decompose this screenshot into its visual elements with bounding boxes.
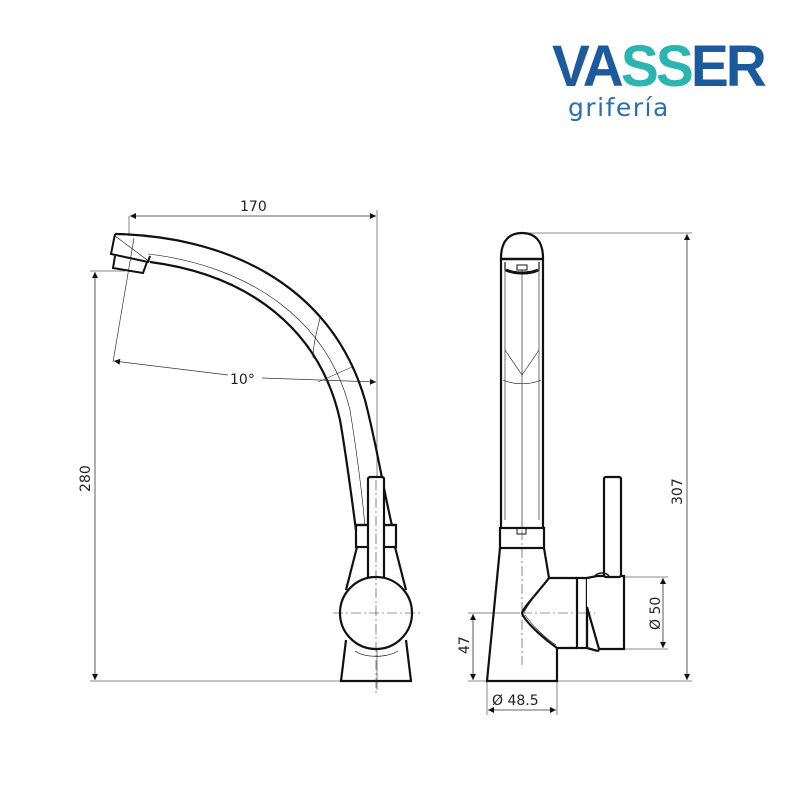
dimension-307: 307	[525, 232, 692, 682]
spout-side	[499, 231, 545, 530]
dim-50-label: Ø 50	[648, 597, 664, 630]
brand-wordmark: VASSER	[552, 38, 767, 96]
brand-subtitle: grifería	[568, 93, 670, 122]
brand-name-part1: VA	[552, 34, 624, 99]
dimension-diameter-48-5: Ø 48.5	[486, 682, 558, 715]
dim-307-label: 307	[670, 478, 686, 505]
brand-logo: VASSER grifería	[552, 38, 767, 128]
faucet-body-front	[333, 475, 420, 695]
front-view: 170 280 10°	[78, 199, 420, 695]
dimension-47: 47	[457, 612, 520, 682]
dimension-diameter-50: Ø 50	[625, 576, 668, 650]
dim-10deg-label: 10°	[230, 372, 255, 388]
dim-280-label: 280	[78, 465, 94, 492]
brand-name-part3: ER	[690, 34, 767, 99]
dim-48-5-label: Ø 48.5	[492, 693, 539, 709]
dim-47-label: 47	[457, 636, 473, 654]
brand-name-part2: SS	[620, 34, 694, 99]
dimension-280: 280	[78, 270, 345, 682]
dim-170-label: 170	[240, 199, 267, 215]
side-view: 307 Ø 50 47 Ø 48.5	[457, 231, 692, 715]
faucet-body-side	[485, 475, 626, 683]
